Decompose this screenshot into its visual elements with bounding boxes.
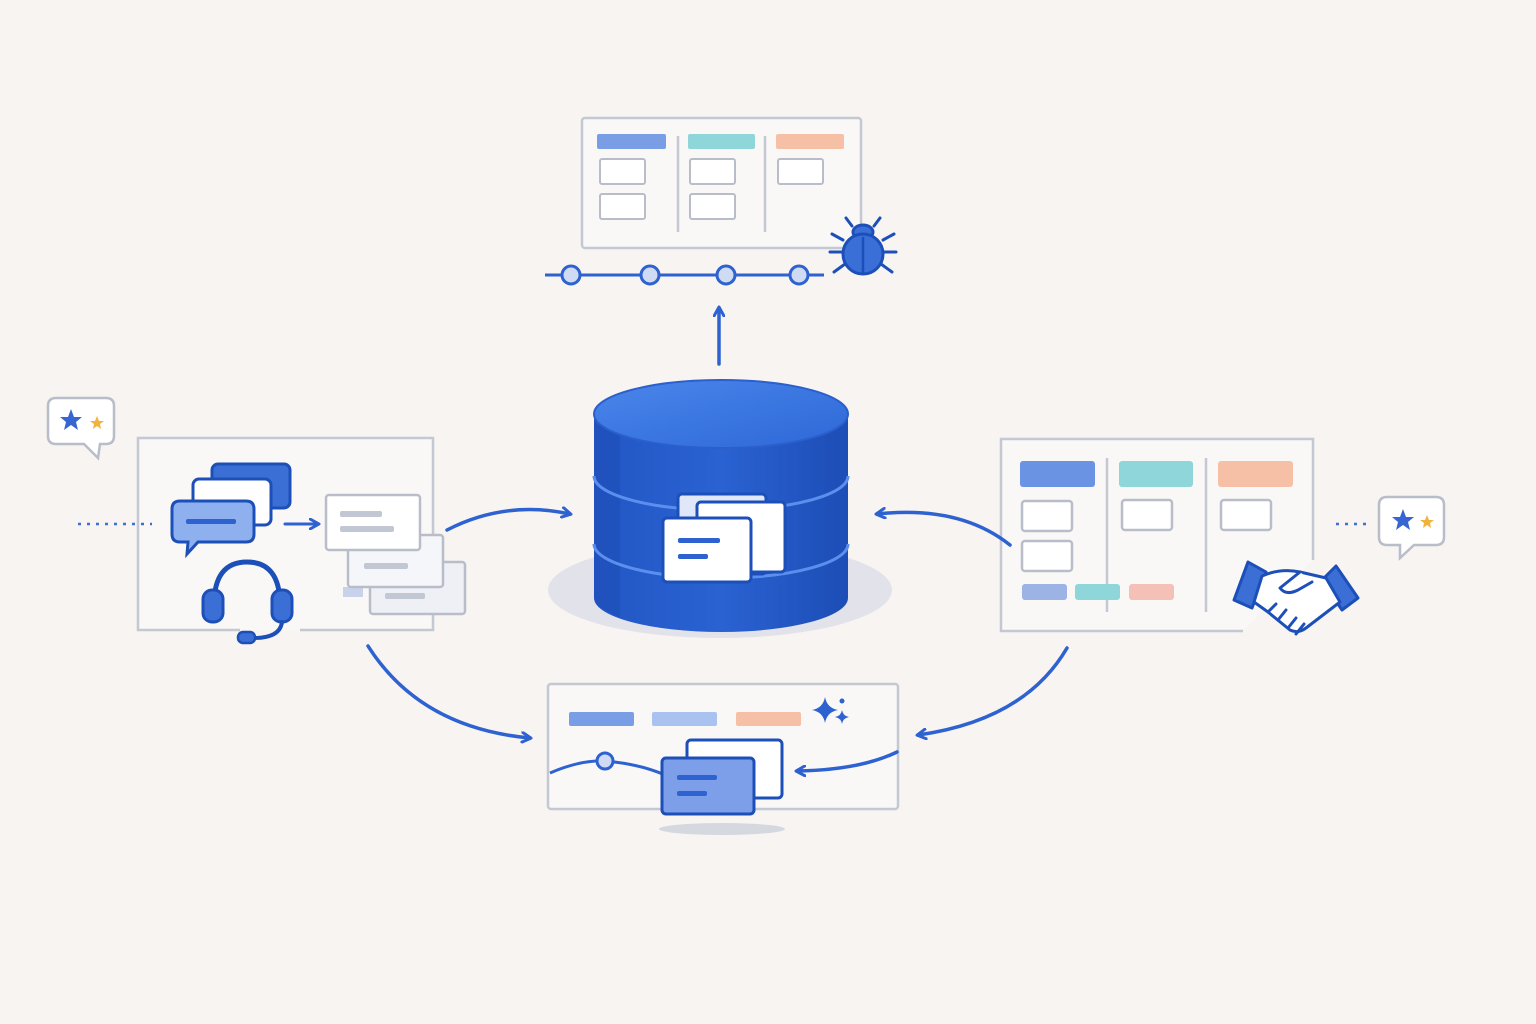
card — [1020, 539, 1074, 573]
card — [1120, 498, 1174, 532]
document-stack-icon — [660, 738, 784, 816]
headset-icon — [201, 559, 294, 645]
rating-bubble-icon — [46, 396, 116, 461]
document-shadow — [659, 823, 785, 835]
label-bar-peach — [736, 712, 801, 726]
arrow-to-document — [797, 750, 899, 771]
arrow-support-to-insights — [366, 644, 530, 738]
card — [1219, 498, 1273, 532]
column-header-blue — [1020, 461, 1095, 487]
handshake-icon — [1232, 560, 1360, 636]
card — [689, 158, 736, 185]
tag-peach — [1129, 584, 1174, 600]
column-header-peach — [776, 134, 844, 149]
column-header-peach — [1218, 461, 1293, 487]
documents-icon — [661, 492, 787, 584]
label-bar-light-blue — [652, 712, 717, 726]
ticket-stack-icon — [324, 493, 467, 616]
tag-teal — [1075, 584, 1120, 600]
column-header-teal — [1119, 461, 1193, 487]
arrow-support-to-database — [445, 510, 570, 532]
card — [689, 193, 736, 220]
card — [599, 193, 646, 220]
arrow-sales-to-database — [877, 512, 1012, 547]
tag-blue — [1022, 584, 1067, 600]
bug-board — [580, 116, 863, 250]
arrow-sales-to-insights — [918, 646, 1069, 735]
timeline-icon — [545, 264, 824, 286]
card — [1020, 499, 1074, 533]
rating-bubble-icon — [1377, 495, 1446, 561]
bug-icon — [828, 216, 898, 276]
label-bar-blue — [569, 712, 634, 726]
roadmap-icon — [549, 751, 666, 777]
card — [777, 158, 824, 185]
column-header-teal — [688, 134, 755, 149]
sparkle-icon — [812, 697, 849, 724]
database-icon — [548, 379, 892, 638]
card — [599, 158, 646, 185]
column-header-blue — [597, 134, 666, 149]
chat-bubbles-icon — [170, 462, 292, 559]
